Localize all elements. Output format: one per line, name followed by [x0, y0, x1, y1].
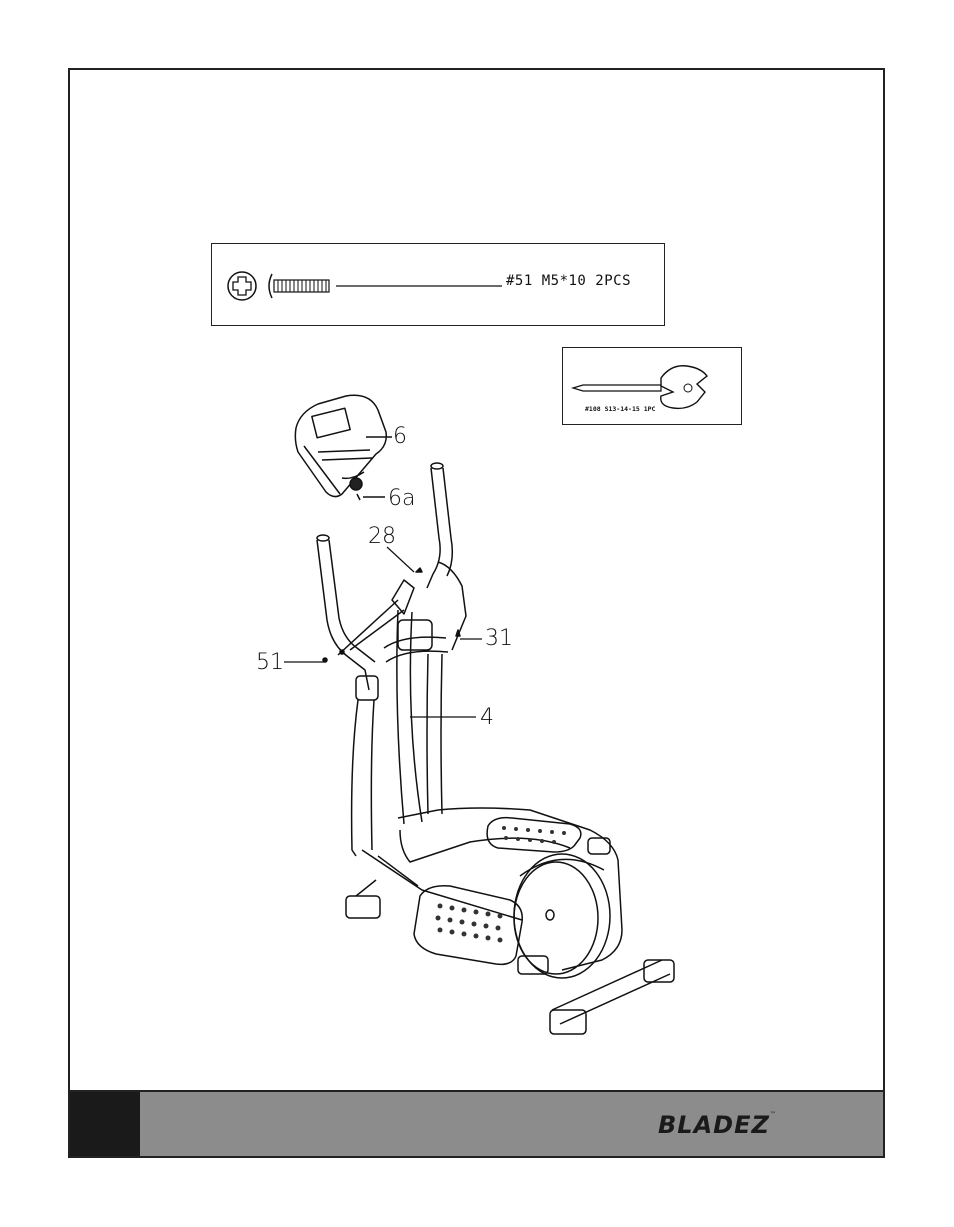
footer-bar: BLADEZ™ — [68, 1090, 885, 1158]
page-number-block — [70, 1092, 140, 1156]
phillips-screw-icon — [227, 271, 502, 301]
callout-4: 4 — [480, 705, 494, 730]
brand-logo: BLADEZ™ — [658, 1111, 777, 1139]
console-drawing — [294, 394, 388, 498]
callout-31: 31 — [485, 626, 513, 651]
combination-wrench-icon — [570, 365, 708, 410]
right-handlebar-drawing — [426, 462, 467, 815]
callout-51: 51 — [256, 650, 284, 675]
brand-name: BLADEZ — [658, 1111, 770, 1139]
right-pedal-drawing — [486, 816, 611, 975]
wrench-hardware-box: #108 S13-14-15 1PC — [562, 347, 742, 425]
callout-6: 6 — [393, 424, 407, 449]
base-frame-drawing — [345, 807, 675, 1035]
mast-drawing — [383, 579, 449, 825]
flywheel-drawing — [513, 853, 611, 979]
callout-6a: 6a — [388, 486, 416, 511]
trademark-mark: ™ — [769, 1111, 777, 1118]
wrench-label: #108 S13-14-15 1PC — [585, 405, 656, 413]
left-pedal-drawing — [413, 884, 523, 966]
left-handlebar-drawing — [316, 534, 379, 857]
screw-label: #51 M5*10 2PCS — [506, 273, 632, 289]
screw-hardware-box: #51 M5*10 2PCS — [211, 243, 665, 326]
callout-28: 28 — [368, 524, 396, 549]
